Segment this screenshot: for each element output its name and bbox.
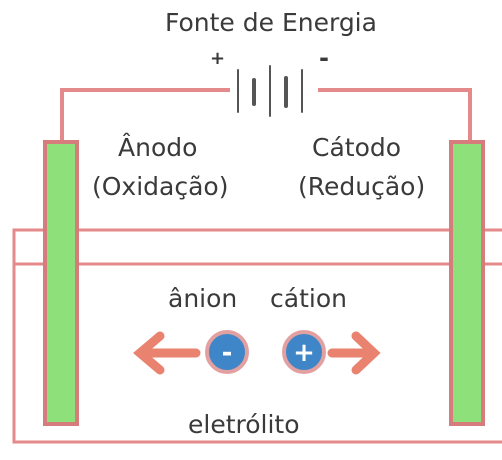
anion-icon: - <box>205 330 249 374</box>
anode-electrode <box>43 140 79 426</box>
positive-terminal-sign: + <box>210 48 226 69</box>
electrolyte-tank <box>12 228 502 444</box>
cathode-electrode <box>449 140 485 426</box>
anion-label: ânion <box>168 284 238 313</box>
circuit-wire <box>60 88 472 145</box>
anode-process-label: (Oxidação) <box>92 172 229 201</box>
anode-label: Ânodo <box>118 133 198 162</box>
cation-label: cátion <box>270 284 347 313</box>
arrow-left-icon <box>133 331 201 375</box>
cation-symbol: + <box>293 338 315 368</box>
battery-icon <box>237 65 303 117</box>
power-source-title: Fonte de Energia <box>165 8 377 37</box>
cathode-process-label: (Redução) <box>298 172 426 201</box>
anion-symbol: - <box>222 338 233 368</box>
cathode-label: Cátodo <box>312 133 402 162</box>
negative-terminal-sign: - <box>319 44 329 72</box>
electrolyte-label: eletrólito <box>188 410 300 439</box>
arrow-right-icon <box>327 331 381 375</box>
cation-icon: + <box>282 330 326 374</box>
